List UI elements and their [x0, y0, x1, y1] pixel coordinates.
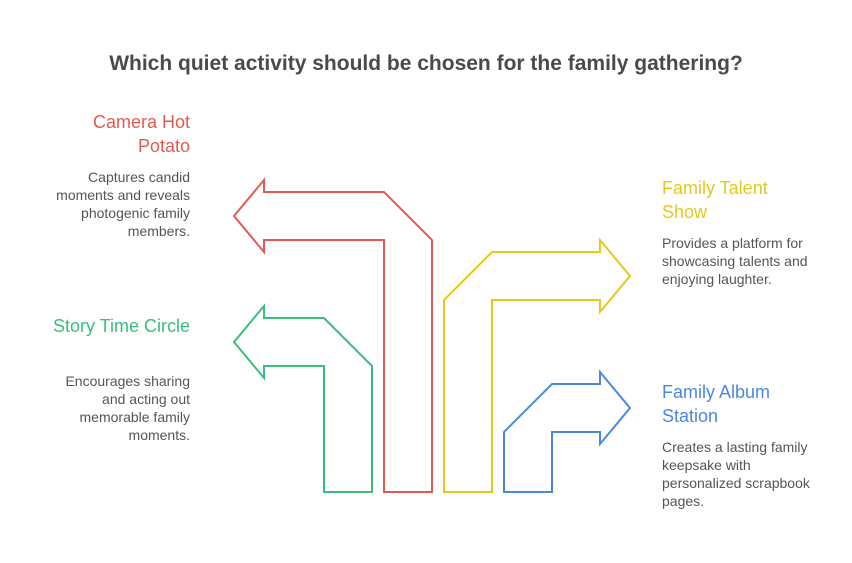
- heading-camera-hot-potato: Camera Hot Potato: [92, 112, 190, 156]
- heading-story-time-circle: Story Time Circle: [52, 316, 190, 336]
- diagram-title: Which quiet activity should be chosen fo…: [109, 52, 743, 75]
- arrow-story-time-circle: [232, 303, 373, 493]
- description-camera-hot-potato: Captures candid moments and reveals phot…: [56, 169, 190, 239]
- arrow-family-talent-show: [443, 237, 632, 493]
- arrow-family-album-station: [503, 369, 632, 493]
- arrow-camera-hot-potato: [232, 177, 433, 493]
- description-family-talent-show: Provides a platform for showcasing talen…: [662, 235, 808, 287]
- description-family-album-station: Creates a lasting family keepsake with p…: [662, 439, 810, 509]
- description-story-time-circle: Encourages sharing and acting out memora…: [65, 373, 190, 443]
- heading-family-talent-show: Family Talent Show: [662, 178, 768, 222]
- heading-family-album-station: Family Album Station: [662, 382, 771, 426]
